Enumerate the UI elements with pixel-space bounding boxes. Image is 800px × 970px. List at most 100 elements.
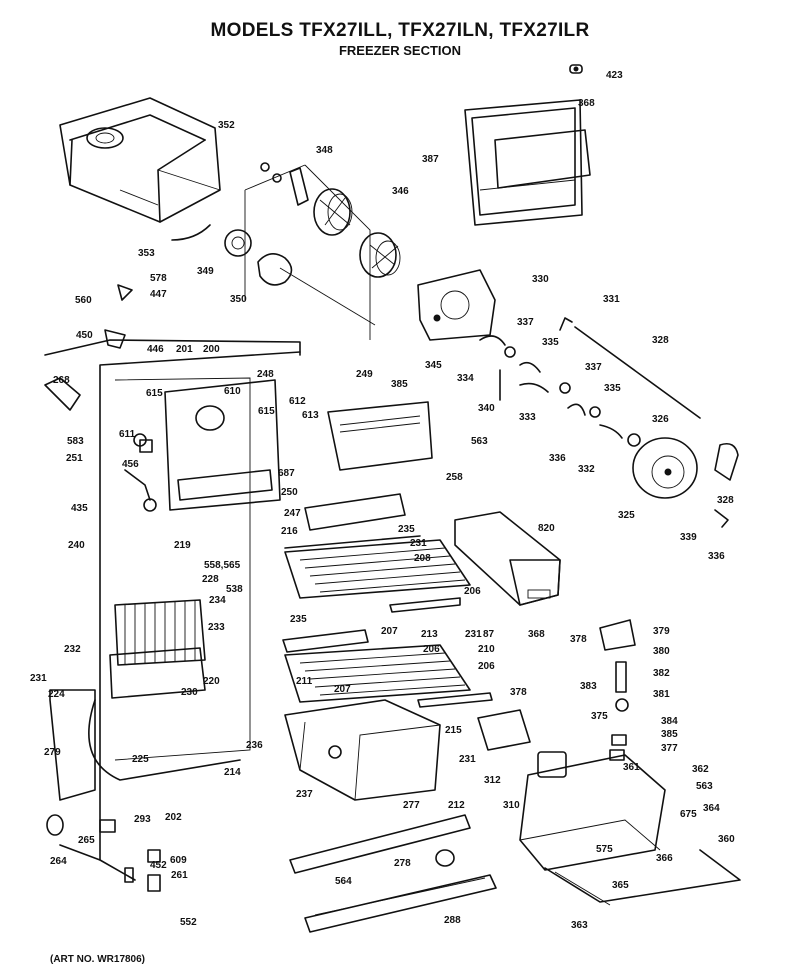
water-valve-parts <box>599 619 636 761</box>
machine-compartment-360 <box>519 751 741 906</box>
part-label: 333 <box>519 412 536 423</box>
part-label: 563 <box>696 781 713 792</box>
bracket-345 <box>417 269 496 341</box>
part-label: 214 <box>224 767 241 778</box>
part-label: 564 <box>335 876 352 887</box>
chute-door-387 <box>464 99 591 226</box>
freezer-cabinet-frame <box>44 339 301 881</box>
part-label: 251 <box>66 453 83 464</box>
part-label: 337 <box>585 362 602 373</box>
part-label: 230 <box>181 687 198 698</box>
page-subtitle: FREEZER SECTION <box>338 43 462 58</box>
part-label: 381 <box>653 689 670 700</box>
part-label: 249 <box>356 369 373 380</box>
part-label: 220 <box>203 676 220 687</box>
part-label: 268 <box>53 375 70 386</box>
part-label: 331 <box>603 294 620 305</box>
part-label: 225 <box>132 754 149 765</box>
part-label: 335 <box>542 337 559 348</box>
evaporator-coil <box>49 599 241 801</box>
part-label: 201 <box>176 344 193 355</box>
part-label: 248 <box>257 369 274 380</box>
part-label: 349 <box>197 266 214 277</box>
part-label: 609 <box>170 855 187 866</box>
part-label: 380 <box>653 646 670 657</box>
cover-312 <box>477 709 531 751</box>
part-label: 328 <box>717 495 734 506</box>
part-label: 375 <box>591 711 608 722</box>
part-label: 382 <box>653 668 670 679</box>
part-label: 206 <box>423 644 440 655</box>
evaporator-cover <box>164 379 433 511</box>
drain-pan-211 <box>284 699 441 801</box>
part-label: 332 <box>578 464 595 475</box>
ice-bucket-352 <box>59 97 221 241</box>
part-label: 337 <box>517 317 534 328</box>
part-label: 211 <box>296 676 313 687</box>
part-label: 353 <box>138 248 155 259</box>
part-label: 213 <box>421 629 438 640</box>
part-label: 552 <box>180 917 197 928</box>
part-label: 293 <box>134 814 151 825</box>
part-label: 325 <box>618 510 635 521</box>
part-label: 310 <box>503 800 520 811</box>
part-label: 446 <box>147 344 164 355</box>
part-label: 233 <box>208 622 225 633</box>
part-label: 231 <box>459 754 476 765</box>
part-label: 435 <box>71 503 88 514</box>
part-label: 423 <box>606 70 623 81</box>
part-label: 612 <box>289 396 306 407</box>
part-label: 820 <box>538 523 555 534</box>
part-label: 87 <box>483 629 495 640</box>
part-label: 610 <box>224 386 241 397</box>
page-title: MODELS TFX27ILL, TFX27ILN, TFX27ILR <box>210 20 590 41</box>
part-label: 328 <box>652 335 669 346</box>
part-label: 340 <box>478 403 495 414</box>
part-423-drawing <box>569 64 583 74</box>
drawing <box>44 64 741 933</box>
air-duct-258 <box>304 493 406 531</box>
part-label: 247 <box>284 508 301 519</box>
part-label: 558,565 <box>204 560 241 571</box>
part-label: 261 <box>171 870 188 881</box>
part-label: 231 <box>410 538 427 549</box>
part-label: 212 <box>448 800 465 811</box>
part-label: 575 <box>596 844 613 855</box>
part-label: 235 <box>398 524 415 535</box>
part-label: 578 <box>150 273 167 284</box>
part-label: 560 <box>75 295 92 306</box>
part-label: 368 <box>578 98 595 109</box>
part-label: 360 <box>718 834 735 845</box>
part-label: 348 <box>316 145 333 156</box>
part-label: 447 <box>150 289 167 300</box>
part-label: 279 <box>44 747 61 758</box>
part-label: 326 <box>652 414 669 425</box>
part-label: 200 <box>203 344 220 355</box>
part-label: 563 <box>471 436 488 447</box>
part-label: 206 <box>478 661 495 672</box>
part-label: 330 <box>532 274 549 285</box>
part-label: 363 <box>571 920 588 931</box>
part-label: 202 <box>165 812 182 823</box>
part-label: 675 <box>680 809 697 820</box>
part-label: 350 <box>230 294 247 305</box>
part-label: 378 <box>570 634 587 645</box>
part-label: 615 <box>146 388 163 399</box>
part-label: 456 <box>122 459 139 470</box>
linkage-parts <box>479 317 701 439</box>
part-label: 208 <box>414 553 431 564</box>
part-label: 250 <box>281 487 298 498</box>
part-label: 613 <box>302 410 319 421</box>
part-label: 265 <box>78 835 95 846</box>
part-label: 278 <box>394 858 411 869</box>
icemaker-820 <box>454 511 561 606</box>
part-label: 538 <box>226 584 243 595</box>
wire-shelves <box>282 535 493 708</box>
part-label: 385 <box>391 379 408 390</box>
part-label: 219 <box>174 540 191 551</box>
part-label: 206 <box>464 586 481 597</box>
part-label: 240 <box>68 540 85 551</box>
part-label: 383 <box>580 681 597 692</box>
art-number: (ART NO. WR17806) <box>50 954 146 965</box>
